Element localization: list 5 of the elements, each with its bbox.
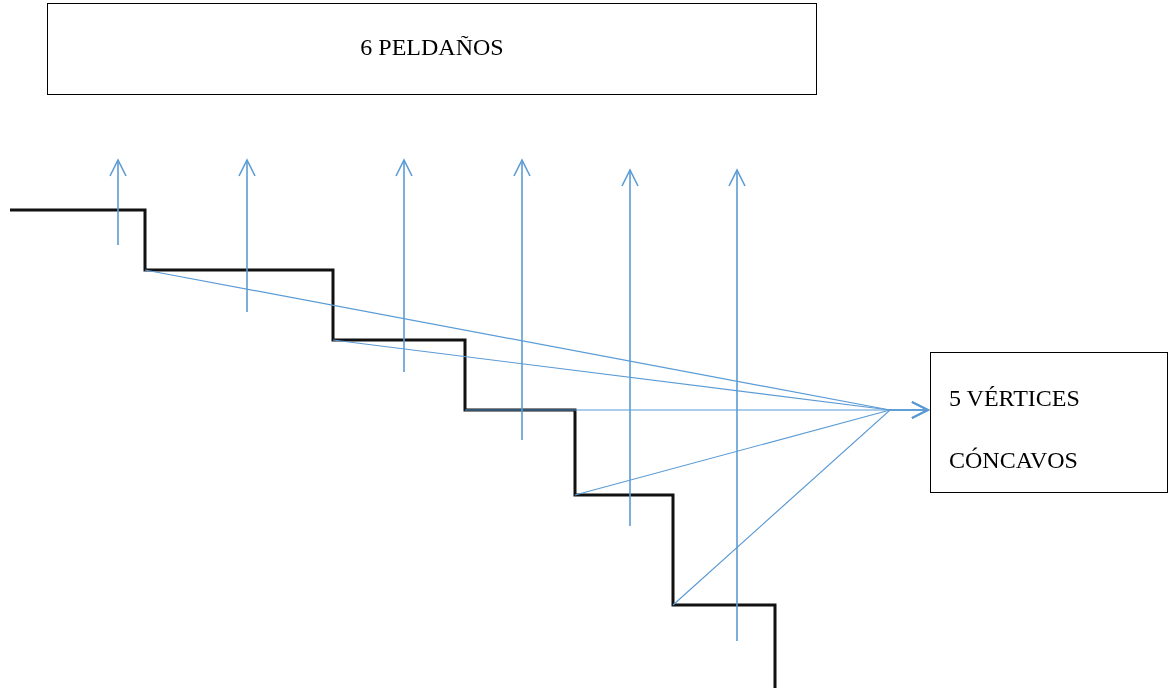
text-box [47, 3, 817, 95]
arrow [672, 401, 929, 606]
text-box [930, 352, 1168, 493]
box-label: 6 PELDAÑOS [359, 34, 505, 61]
box-label: 5 VÉRTICES CÓNCAVOS [949, 384, 1081, 475]
